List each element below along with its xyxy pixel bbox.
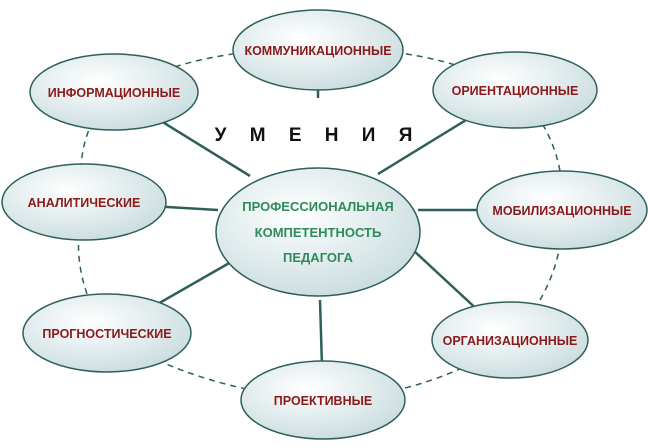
diagram-title: У М Е Н И Я <box>215 125 422 146</box>
skill-label-mobilization: МОБИЛИЗАЦИОННЫЕ <box>492 204 631 218</box>
center-label-line-1: ПРОФЕССИОНАЛЬНАЯ <box>242 199 393 214</box>
skill-ellipse-orientation <box>432 51 598 129</box>
skill-node-analytical: АНАЛИТИЧЕСКИЕ <box>1 163 167 241</box>
skill-label-organization: ОРГАНИЗАЦИОННЫЕ <box>443 334 578 348</box>
skill-label-prognostic: ПРОГНОСТИЧЕСКИЕ <box>42 327 171 341</box>
skill-node-prognostic: ПРОГНОСТИЧЕСКИЕ <box>22 293 192 373</box>
center-node: ПРОФЕССИОНАЛЬНАЯ КОМПЕТЕНТНОСТЬ ПЕДАГОГА <box>215 167 421 297</box>
skill-node-projective: ПРОЕКТИВНЫЕ <box>240 360 406 440</box>
center-label-line-3: ПЕДАГОГА <box>283 250 354 265</box>
skill-ellipse-analytical <box>1 163 167 241</box>
skill-label-analytical: АНАЛИТИЧЕСКИЕ <box>28 196 141 210</box>
skill-node-orientation: ОРИЕНТАЦИОННЫЕ <box>432 51 598 129</box>
skill-label-orientation: ОРИЕНТАЦИОННЫЕ <box>452 84 579 98</box>
skill-node-organization: ОРГАНИЗАЦИОННЫЕ <box>431 301 589 379</box>
center-ellipse <box>215 167 421 297</box>
skill-ellipse-projective <box>240 360 406 440</box>
skill-label-information: ИНФОРМАЦИОННЫЕ <box>48 86 180 100</box>
skill-node-communication: КОММУНИКАЦИОННЫЕ <box>232 9 404 91</box>
skill-nodes: КОММУНИКАЦИОННЫЕ ОРИЕНТАЦИОННЫЕ МОБИЛИЗАЦИ… <box>1 9 648 440</box>
skill-label-communication: КОММУНИКАЦИОННЫЕ <box>244 44 391 58</box>
center-label-line-2: КОМПЕТЕНТНОСТЬ <box>255 225 382 240</box>
skill-ellipse-organization <box>431 301 589 379</box>
skill-ellipse-prognostic <box>22 293 192 373</box>
skill-node-mobilization: МОБИЛИЗАЦИОННЫЕ <box>476 170 648 250</box>
skill-node-information: ИНФОРМАЦИОННЫЕ <box>29 53 199 131</box>
skill-label-projective: ПРОЕКТИВНЫЕ <box>274 394 372 408</box>
skill-ellipse-information <box>29 53 199 131</box>
skill-ellipse-mobilization <box>476 170 648 250</box>
skill-ellipse-communication <box>232 9 404 91</box>
